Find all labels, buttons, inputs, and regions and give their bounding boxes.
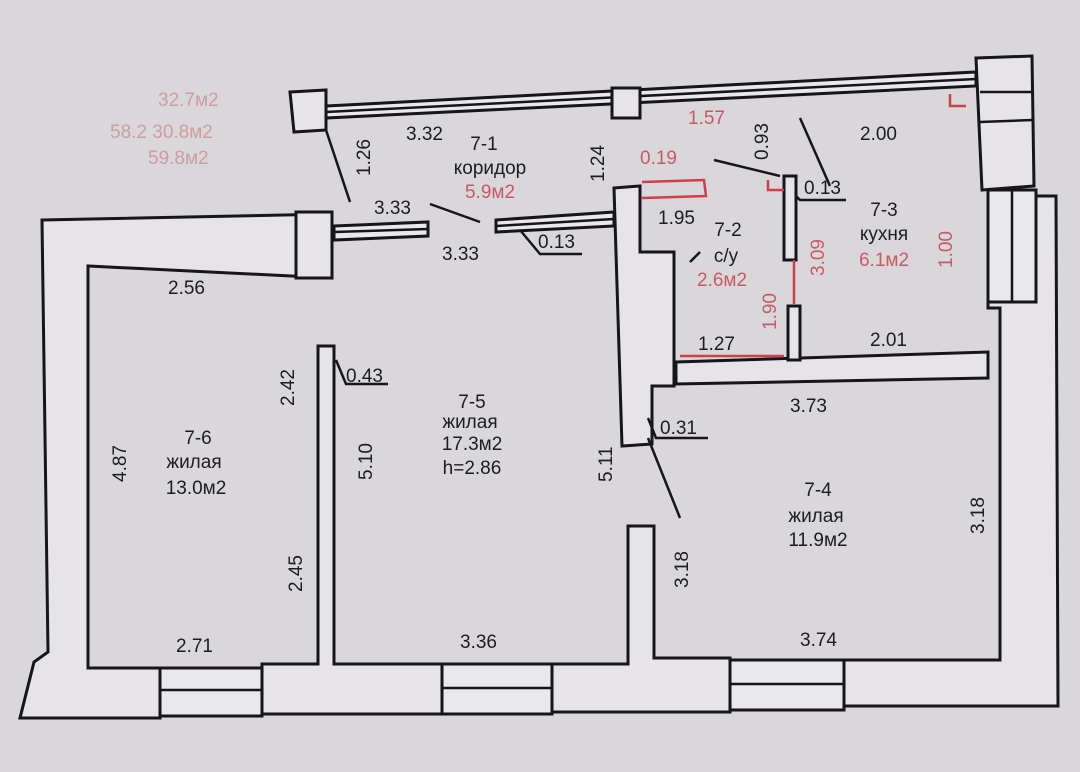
room-area-7-5: 17.3м2 [442,434,503,455]
faint-note-1: 32.7м2 [158,90,219,111]
faint-note-2: 58.2 30.8м2 [110,122,213,143]
dim-2-45: 2.45 [286,555,307,592]
dim-3-33-a: 3.33 [374,198,411,219]
dim-3-74: 3.74 [800,630,837,651]
wall-corridor-stub [288,88,328,134]
dim-5-11: 5.11 [596,446,617,482]
dim-3-73: 3.73 [790,396,827,417]
room-id-7-5: 7-5 [458,392,485,413]
dim-1-95: 1.95 [658,208,695,229]
wall-corridor-jamb [294,210,334,280]
room-7-2: 7-2 с/у 2.6м2 [697,220,747,291]
room-area-7-2: 2.6м2 [697,270,747,291]
red-dimension-labels: 0.19 1.57 3.09 1.90 1.00 [640,108,957,330]
wall-kitchen-thin-1 [782,174,798,262]
room-id-7-4: 7-4 [804,480,832,501]
dim-1-24: 1.24 [588,145,609,182]
room-7-1: 7-1 коридор 5.9м2 [454,134,527,203]
red-markings [641,94,966,358]
dim-1-27: 1.27 [698,334,735,355]
windows [158,70,1038,718]
room-7-3: 7-3 кухня 6.1м2 [859,200,909,271]
dim-3-18-a: 3.18 [672,551,693,588]
dim-3-18-b: 3.18 [968,497,989,534]
leader-lines [324,117,846,519]
room-7-4: 7-4 жилая 11.9м2 [788,480,847,551]
dim-2-56: 2.56 [168,278,205,299]
dim-3-36: 3.36 [460,632,497,653]
room-name-7-5: жилая [442,412,497,433]
room-area-7-6: 13.0м2 [166,478,227,499]
room-id-7-2: 7-2 [714,220,741,241]
faint-notes: 32.7м2 58.2 30.8м2 59.8м2 [110,90,219,169]
dim-0-31: 0.31 [660,418,697,439]
room-area-7-4: 11.9м2 [788,530,847,551]
wall-kitchen-thin-2 [786,304,802,362]
walls [18,54,1060,720]
dimension-labels: 3.32 1.26 1.24 3.33 3.33 0.13 1.95 0.93 … [110,123,989,657]
dim-0-43: 0.43 [346,366,383,387]
dim-1-26: 1.26 [354,139,375,176]
room-name-7-1: коридор [454,158,527,179]
room-name-7-6: жилая [166,452,221,473]
room-height-7-5: h=2.86 [443,458,502,479]
window-top-mullion [610,86,642,120]
room-7-5: 7-5 жилая 17.3м2 h=2.86 [442,392,503,479]
dim-0-13-a: 0.13 [538,232,575,253]
room-7-6: 7-6 жилая 13.0м2 [166,428,227,499]
dim-4-87: 4.87 [110,445,131,482]
wall-top-right [974,54,1036,192]
dim-2-00: 2.00 [860,124,897,145]
dim-3-32: 3.32 [406,124,443,145]
room-area-7-3: 6.1м2 [859,250,909,271]
room-name-7-4: жилая [788,506,843,527]
wall-bottom-2 [550,524,732,714]
faint-note-3: 59.8м2 [148,148,209,169]
dim-2-71: 2.71 [176,636,213,657]
red-dim-3-09: 3.09 [808,239,829,276]
wall-bath-partition [612,184,676,448]
red-dim-0-19: 0.19 [640,148,677,169]
dim-2-01: 2.01 [870,330,907,351]
dim-3-33-b: 3.33 [442,244,479,265]
dim-0-93: 0.93 [752,123,773,160]
dim-0-13-b: 0.13 [804,178,841,199]
dim-5-10: 5.10 [356,443,377,480]
red-dim-1-90: 1.90 [760,293,781,330]
dim-2-42: 2.42 [278,369,299,406]
red-dim-1-57: 1.57 [688,108,725,129]
wall-kitchen-partition [674,350,990,386]
room-name-7-3: кухня [860,224,908,245]
room-id-7-6: 7-6 [184,428,211,449]
window-bottom-1 [158,666,264,718]
wall-bottom-1 [260,344,444,716]
room-name-7-2: с/у [714,246,739,267]
room-id-7-3: 7-3 [870,200,897,221]
room-id-7-1: 7-1 [470,134,497,155]
room-area-7-1: 5.9м2 [465,182,515,203]
red-dim-1-00: 1.00 [936,231,957,268]
